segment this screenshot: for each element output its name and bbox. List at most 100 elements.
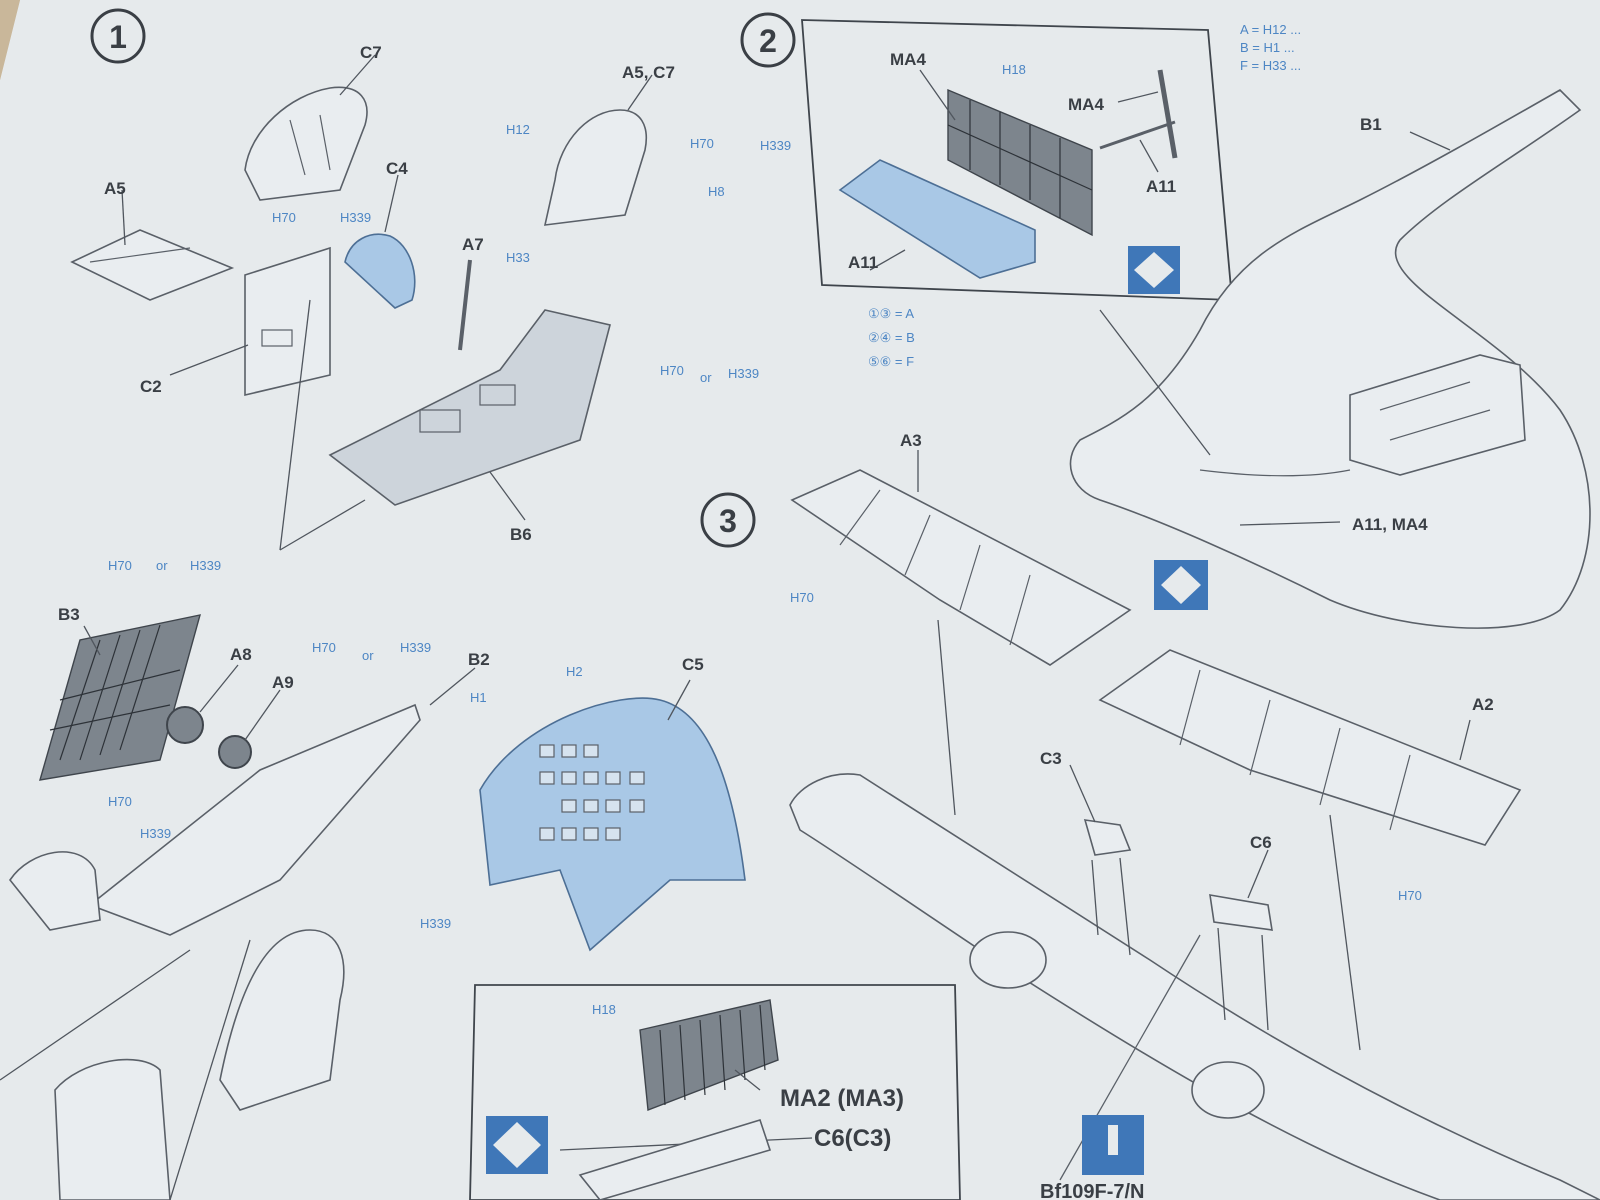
part-c3 <box>1083 819 1132 856</box>
code-h339-b2: H339 <box>400 640 431 655</box>
subassembly-box: H18 MA2 (MA3) C6(C3) <box>469 984 961 1200</box>
part-a11-panel <box>838 159 1036 279</box>
code-h70-b2: H70 <box>312 640 336 655</box>
variant-key-a: ①③ = A <box>868 306 914 321</box>
code-h33: H33 <box>506 250 530 265</box>
label-b3: B3 <box>58 605 80 624</box>
label-a8: A8 <box>230 645 252 664</box>
part-c6-c3-body <box>578 1119 772 1200</box>
step-3-number: 3 <box>719 503 737 539</box>
code-h18-b: H18 <box>592 1002 616 1017</box>
code-or-b3: or <box>156 558 168 573</box>
code-h18-a: H18 <box>1002 62 1026 77</box>
part-ma4-panel <box>947 88 1093 237</box>
code-h70-c: H70 <box>690 136 714 151</box>
part-cockpit-tub <box>9 851 101 931</box>
part-ma2-grid <box>639 999 779 1111</box>
step-1-circle <box>90 8 146 64</box>
part-a9 <box>218 735 252 769</box>
label-a2: A2 <box>1472 695 1494 714</box>
variant-tag: Bf109F-7/N <box>1040 1115 1144 1200</box>
label-b2: B2 <box>468 650 490 669</box>
code-h339-c: H339 <box>760 138 791 153</box>
part-side-panel-lower <box>54 1058 171 1200</box>
part-c5-panel <box>479 697 746 952</box>
part-ma4-bar <box>1157 69 1178 159</box>
mix-key-f: F = H33 ... <box>1240 58 1301 73</box>
step-1-area: 1 A5 C7 C4 C2 A5, C7 A7 B6 <box>70 8 791 551</box>
label-a5: A5 <box>104 179 126 198</box>
label-b1: B1 <box>1360 115 1382 134</box>
code-h70-a8: H70 <box>108 794 132 809</box>
step-2-circle <box>740 12 796 68</box>
part-b3 <box>39 614 201 781</box>
label-a3: A3 <box>900 431 922 450</box>
label-a5-c7: A5, C7 <box>622 63 675 82</box>
label-ma4-b: MA4 <box>1068 95 1104 114</box>
label-c5: C5 <box>682 655 704 674</box>
part-bulkhead <box>1349 354 1526 476</box>
code-h12-a: H12 <box>506 122 530 137</box>
code-or-b2: or <box>362 648 374 663</box>
code-h339-a8: H339 <box>140 826 171 841</box>
code-h70-b3: H70 <box>108 558 132 573</box>
part-seat-a5-c7 <box>543 109 647 226</box>
variant-key-b: ②④ = B <box>868 330 915 345</box>
part-seat-lower <box>219 929 345 1111</box>
part-c2 <box>244 246 331 397</box>
part-b6 <box>328 309 611 506</box>
label-c6-c3: C6(C3) <box>814 1125 891 1152</box>
label-a11-b: A11 <box>1146 177 1176 196</box>
label-c3: C3 <box>1040 749 1062 768</box>
code-or-a: or <box>700 370 712 385</box>
label-c7: C7 <box>360 43 382 62</box>
label-c2: C2 <box>140 377 162 396</box>
label-b6: B6 <box>510 525 532 544</box>
step-3-circle <box>700 492 756 548</box>
code-h70-wing-a3: H70 <box>790 590 814 605</box>
label-a7: A7 <box>462 235 484 254</box>
label-c4: C4 <box>386 159 408 178</box>
part-a5 <box>70 229 235 301</box>
part-c4 <box>344 233 416 309</box>
mix-key-b: B = H1 ... <box>1240 40 1295 55</box>
code-h2: H2 <box>566 664 583 679</box>
left-lower-area: B3 H70 or H339 A8 A9 H70 H339 B2 H70 or … <box>0 558 490 1200</box>
step-3-area: 3 A3 H70 A2 H70 C3 C6 <box>420 431 1600 1200</box>
code-h70-wing-a2: H70 <box>1398 888 1422 903</box>
code-h339-b: H339 <box>728 366 759 381</box>
part-a7 <box>458 259 472 351</box>
label-a11-a: A11 <box>848 253 878 272</box>
part-c7 <box>244 86 368 201</box>
code-h1: H1 <box>470 690 487 705</box>
instrument-dials <box>539 744 645 841</box>
variant-key-f: ⑤⑥ = F <box>868 354 914 369</box>
part-lower-wing <box>789 773 1600 1200</box>
part-a3-wing <box>790 469 1132 666</box>
label-a11-ma4: A11, MA4 <box>1352 515 1428 534</box>
label-a9: A9 <box>272 673 294 692</box>
variant-tag-text: Bf109F-7/N <box>1040 1181 1144 1200</box>
code-h339-b3: H339 <box>190 558 221 573</box>
mix-key: A = H12 ... B = H1 ... F = H33 ... <box>1240 22 1301 73</box>
label-c6: C6 <box>1250 833 1272 852</box>
label-ma2-ma3: MA2 (MA3) <box>780 1085 904 1112</box>
part-b2 <box>88 703 421 936</box>
table-edge <box>0 0 20 80</box>
code-h339-a: H339 <box>340 210 371 225</box>
part-b1-fuselage <box>1069 89 1591 629</box>
label-ma4-a: MA4 <box>890 50 926 69</box>
mix-key-a: A = H12 ... <box>1240 22 1301 37</box>
part-c6 <box>1209 894 1273 931</box>
step-2-area: 2 MA4 H18 A11 MA4 A11 ①③ = A ②④ = B ⑤⑥ =… <box>740 12 1233 369</box>
code-h70-a: H70 <box>272 210 296 225</box>
fuselage-area: B1 A11, MA4 <box>1069 89 1591 629</box>
code-h339-panel: H339 <box>420 916 451 931</box>
step-2-number: 2 <box>759 23 777 59</box>
part-a2-wing <box>1098 649 1522 846</box>
part-a11-rod <box>1099 120 1176 150</box>
part-a8 <box>166 706 204 744</box>
code-h8: H8 <box>708 184 725 199</box>
code-h70-b: H70 <box>660 363 684 378</box>
